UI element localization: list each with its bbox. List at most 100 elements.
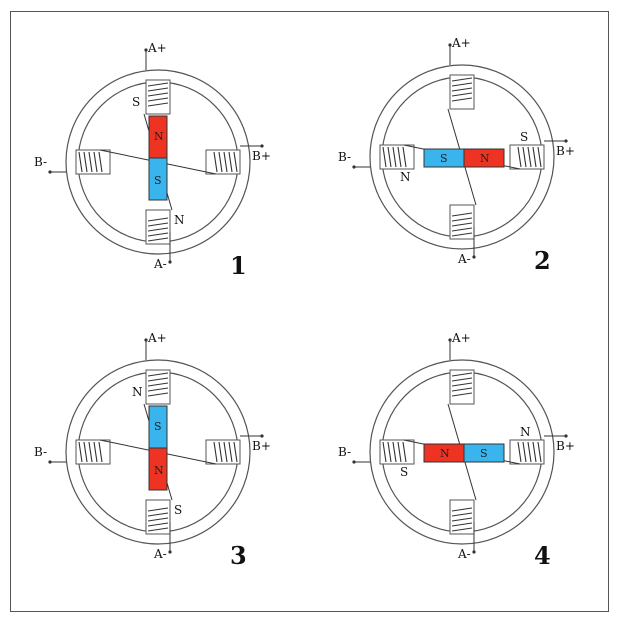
winding-turn: [88, 441, 93, 463]
terminal-dot: [168, 260, 172, 264]
stator-pole: [509, 439, 545, 465]
winding-turn: [98, 151, 103, 173]
label-a-plus: A+: [147, 41, 167, 55]
stator-pole: [449, 499, 475, 535]
pole-body: [75, 439, 111, 465]
winding-turn: [451, 222, 473, 227]
stator-pole: [449, 74, 475, 110]
winding-turn: [147, 237, 169, 242]
pole-body: [145, 79, 171, 115]
pole-label-top: N: [132, 385, 143, 399]
terminal-dot: [448, 338, 452, 342]
winding-turn: [223, 151, 228, 173]
winding-turn: [537, 146, 542, 168]
winding-turn: [451, 97, 473, 102]
terminal-dot: [48, 460, 52, 464]
rotor-right-half: [463, 148, 505, 168]
winding-turn: [451, 522, 473, 527]
pole-body: [449, 499, 475, 535]
winding-turn: [451, 92, 473, 97]
winding-turn: [392, 441, 397, 463]
winding-turn: [451, 227, 473, 232]
step-number: 3: [230, 541, 247, 570]
rotor-label-top: S: [154, 420, 162, 433]
winding-turn: [522, 146, 527, 168]
label-a-minus: A-: [153, 257, 167, 271]
rotor-label-left: N: [440, 447, 450, 460]
winding-turn: [147, 507, 169, 512]
terminal-dot: [48, 170, 52, 174]
rotor-label-right: S: [480, 447, 488, 460]
stator-pole: [449, 369, 475, 405]
winding-turn: [147, 232, 169, 237]
winding-turn: [147, 517, 169, 522]
winding-turn: [147, 222, 169, 227]
pole-label-left: S: [400, 465, 408, 479]
stator-pole: [379, 144, 415, 170]
winding-turn: [527, 441, 532, 463]
winding-turn: [228, 151, 233, 173]
winding-turn: [451, 82, 473, 87]
winding-turn: [517, 441, 522, 463]
winding-turn: [83, 151, 88, 173]
label-b-plus: B+: [252, 439, 271, 453]
terminal-dot: [352, 165, 356, 169]
terminal-dot: [260, 434, 264, 438]
winding-turn: [147, 92, 169, 97]
winding-turn: [397, 441, 402, 463]
stator-pole: [75, 149, 111, 175]
pole-body: [379, 144, 415, 170]
winding-turn: [387, 146, 392, 168]
winding-turn: [147, 382, 169, 387]
label-b-plus: B+: [556, 144, 575, 158]
winding-turn: [93, 151, 98, 173]
winding-turn: [392, 146, 397, 168]
winding-turn: [147, 102, 169, 107]
rotor-label-bottom: N: [154, 464, 164, 477]
winding-turn: [451, 517, 473, 522]
pole-body: [205, 439, 241, 465]
label-b-plus: B+: [556, 439, 575, 453]
terminal-dot: [564, 434, 568, 438]
label-b-minus: B-: [338, 445, 351, 459]
winding-turn: [532, 146, 537, 168]
stator-pole: [145, 369, 171, 405]
stator-pole: [145, 499, 171, 535]
label-a-plus: A+: [451, 36, 471, 50]
winding-turn: [451, 392, 473, 397]
winding-turn: [451, 377, 473, 382]
winding-turn: [451, 232, 473, 237]
pole-body: [75, 149, 111, 175]
winding-turn: [233, 151, 238, 173]
pole-label-left: N: [400, 170, 411, 184]
winding-turn: [451, 87, 473, 92]
winding-turn: [382, 146, 387, 168]
winding-turn: [233, 441, 238, 463]
terminal-dot: [260, 144, 264, 148]
winding-turn: [451, 77, 473, 82]
label-a-minus: A-: [457, 547, 471, 561]
label-b-minus: B-: [338, 150, 351, 164]
winding-turn: [522, 441, 527, 463]
winding-turn: [147, 387, 169, 392]
pole-body: [145, 499, 171, 535]
winding-turn: [402, 146, 407, 168]
winding-turn: [213, 441, 218, 463]
step-number: 4: [534, 541, 551, 570]
winding-turn: [147, 377, 169, 382]
label-a-minus: A-: [457, 252, 471, 266]
terminal-dot: [352, 460, 356, 464]
stator-outer-ring: [65, 359, 251, 545]
pole-body: [145, 369, 171, 405]
winding-turn: [83, 441, 88, 463]
winding-turn: [147, 217, 169, 222]
stator-pole: [145, 79, 171, 115]
pole-label-bottom: N: [174, 213, 185, 227]
winding-turn: [451, 372, 473, 377]
winding-turn: [78, 151, 83, 173]
winding-turn: [98, 441, 103, 463]
winding-turn: [147, 512, 169, 517]
winding-turn: [147, 372, 169, 377]
